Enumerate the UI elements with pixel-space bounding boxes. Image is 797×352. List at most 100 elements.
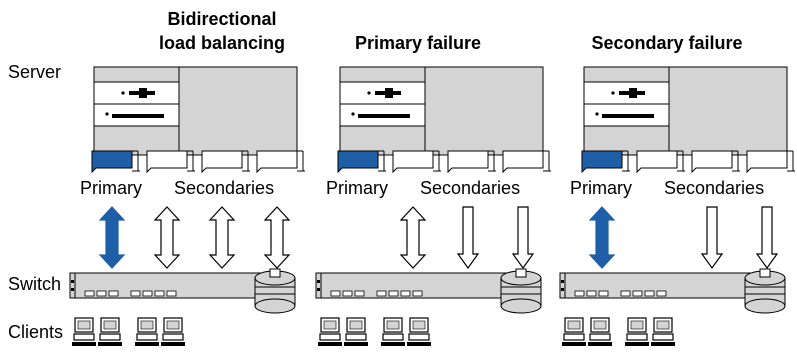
switch-label: Switch [8,274,62,294]
client-screen [593,320,607,330]
client-screen [386,320,400,330]
drive-slot [602,114,654,118]
panel-art-2 [315,66,551,346]
primary-nic [91,150,133,174]
led-dot [595,112,599,116]
server-label: Server [8,62,62,82]
primary-label: Primary [80,178,142,198]
switch-port [598,290,609,297]
client-screen [166,320,180,330]
secondary-nic [146,150,188,174]
led-dot [351,112,355,116]
secondary-nic [201,150,243,174]
downstream-link-arrow [456,206,480,270]
client-keyboard [72,342,96,346]
client-keyboard [344,342,368,346]
primary-nic [337,150,379,174]
panel-art-1 [69,66,305,346]
switch-port [632,290,643,297]
primary-nic [581,150,623,174]
secondary-nic [502,150,544,174]
switch-module-bottom [744,298,786,314]
client-base [652,333,674,341]
primary-link-arrow [588,206,616,269]
client-keyboard [135,342,159,346]
client-keyboard [588,342,612,346]
switch-led [71,288,74,291]
secondary-nic [691,150,733,174]
panel-title-line2: load balancing [158,33,286,53]
drive-latch [385,88,393,98]
switch-port [644,290,655,297]
client-base [136,333,158,341]
client-screen [103,320,117,330]
switch-port [154,290,165,297]
switch-port [130,290,141,297]
client-screen [656,320,670,330]
switch-port [84,290,95,297]
downstream-link-arrow [700,206,724,270]
switch-module-cap [515,268,527,278]
secondaries-label: Secondaries [174,178,275,198]
drive-latch [139,88,147,98]
switch-port [400,290,411,297]
panel-title-line1: Bidirectional [167,9,277,29]
client-base [319,333,341,341]
switch-port [412,290,423,297]
switch-led [561,288,564,291]
led-dot [611,91,615,95]
switch-led [317,280,320,283]
secondary-nic [746,150,788,174]
client-base [626,333,648,341]
client-keyboard [407,342,431,346]
primary-label: Primary [570,178,632,198]
switch-port [354,290,365,297]
client-screen [323,320,337,330]
client-screen [630,320,644,330]
primary-link-arrow [98,206,126,269]
client-base [589,333,611,341]
bidirectional-link-arrow [399,206,427,269]
client-keyboard [161,342,185,346]
client-base [408,333,430,341]
client-screen [140,320,154,330]
led-dot [121,91,125,95]
client-base [563,333,585,341]
switch-port [142,290,153,297]
panel-load-balancing: Bidirectional load balancing Primary Sec… [57,0,297,352]
client-screen [412,320,426,330]
client-base [382,333,404,341]
switch-port [620,290,631,297]
panel-title-line2: Secondary failure [591,33,743,53]
led-dot [105,112,109,116]
panel-title-line2: Primary failure [354,33,482,53]
panel-secondary-failure: Secondary failure Primary Secondaries [547,0,787,352]
switch-port [574,290,585,297]
client-base [162,333,184,341]
client-keyboard [625,342,649,346]
client-keyboard [562,342,586,346]
bidirectional-link-arrow [263,206,291,269]
switch-port [376,290,387,297]
secondary-nic [256,150,298,174]
client-keyboard [98,342,122,346]
bidirectional-link-arrow [153,206,181,269]
led-dot [367,91,371,95]
secondaries-label: Secondaries [420,178,521,198]
client-base [345,333,367,341]
drive-latch [629,88,637,98]
drive-slot [112,114,164,118]
client-base [99,333,121,341]
panel-art-3 [559,66,795,346]
client-screen [77,320,91,330]
secondaries-label: Secondaries [664,178,765,198]
switch-module-bottom [254,298,296,314]
switch-port [586,290,597,297]
switch-port [96,290,107,297]
switch-port [330,290,341,297]
downstream-link-arrow [755,206,779,270]
client-screen [567,320,581,330]
switch-led [317,288,320,291]
switch-module-cap [759,268,771,278]
